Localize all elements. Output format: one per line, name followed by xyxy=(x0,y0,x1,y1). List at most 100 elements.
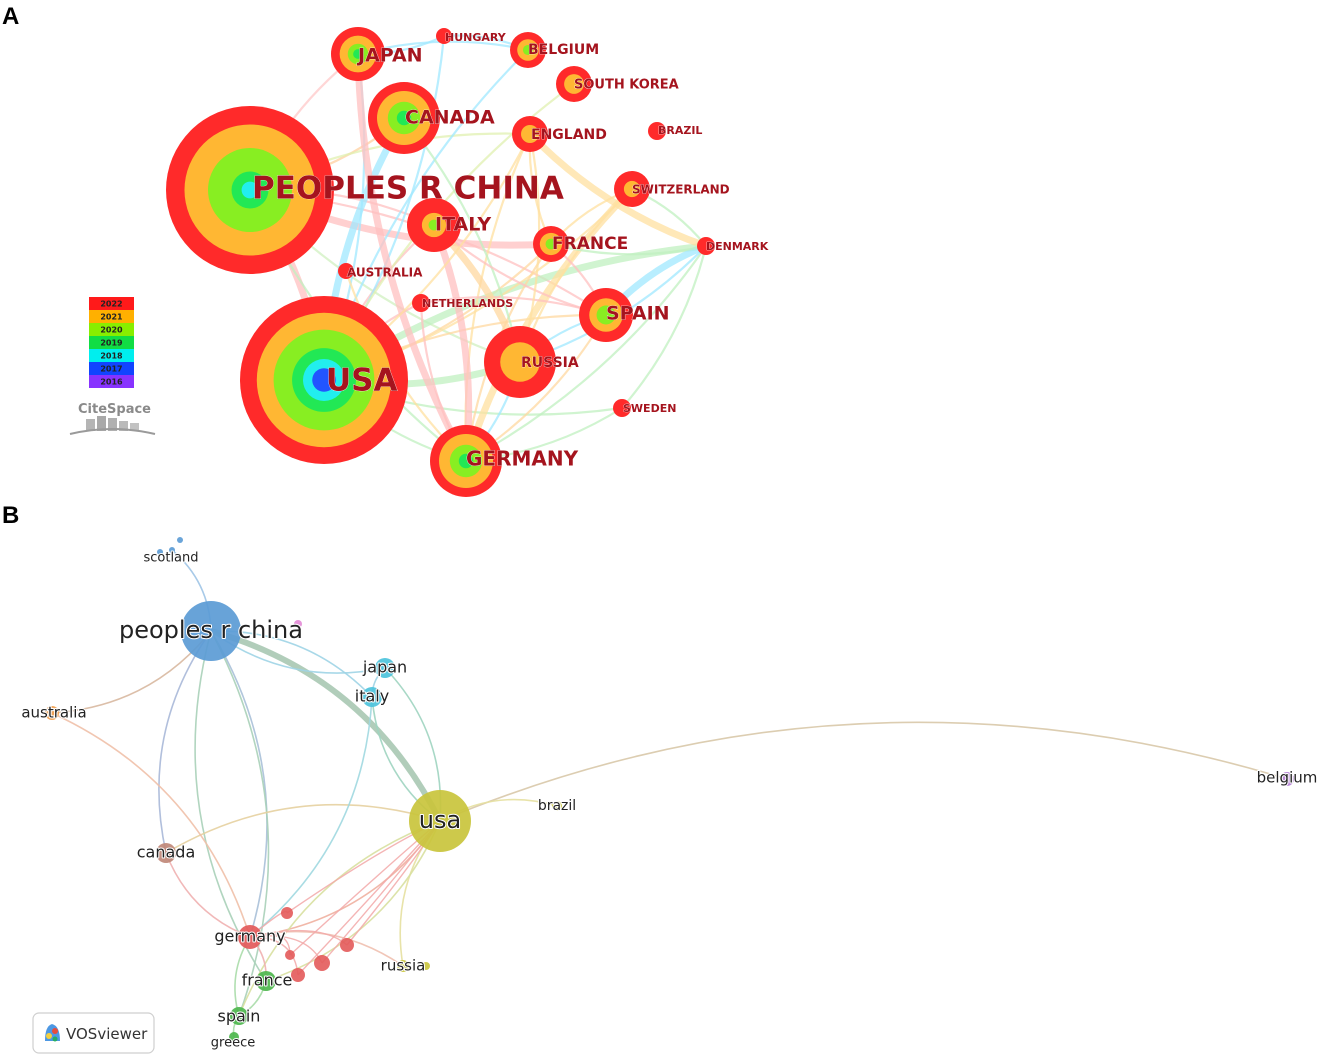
unlabeled-node-5[interactable] xyxy=(177,537,183,543)
panel-b-letter: B xyxy=(2,502,19,529)
node-switzerland[interactable] xyxy=(614,171,650,207)
node-russia-ring-1 xyxy=(500,342,540,382)
legend-swatch-2017 xyxy=(89,362,134,375)
node-belgium-ring-2 xyxy=(522,44,534,56)
legend-swatch-2018 xyxy=(89,349,134,362)
label-spain: SPAIN xyxy=(606,303,670,325)
unlabeled-node-0[interactable] xyxy=(281,907,293,919)
node-b-canada[interactable] xyxy=(156,843,176,863)
node-canada-ring-3 xyxy=(396,110,412,126)
node-usa[interactable] xyxy=(240,296,408,464)
unlabeled-node-7[interactable] xyxy=(294,620,302,628)
node-south_korea[interactable] xyxy=(556,66,592,102)
node-japan[interactable] xyxy=(331,27,385,81)
label-south_korea: SOUTH KOREA xyxy=(574,78,679,93)
unlabeled-node-3[interactable] xyxy=(291,968,305,982)
unlabeled-node-2[interactable] xyxy=(314,955,330,971)
legend-label-2018: 2018 xyxy=(100,352,123,361)
label-b-belgium: belgium xyxy=(1257,769,1318,787)
label-b-france: france xyxy=(242,971,293,990)
node-b-china[interactable] xyxy=(181,601,241,661)
label-hungary: HUNGARY xyxy=(445,31,507,44)
unlabeled-node-1[interactable] xyxy=(340,938,354,952)
panel-a-nodes xyxy=(166,27,715,497)
node-china[interactable] xyxy=(166,106,334,274)
node-sweden[interactable] xyxy=(613,399,631,417)
node-sweden-ring-0 xyxy=(613,399,631,417)
node-b-greece[interactable] xyxy=(229,1032,239,1042)
node-spain-ring-2 xyxy=(596,305,616,325)
node-hungary[interactable] xyxy=(436,28,452,44)
legend-swatch-2016 xyxy=(89,375,134,388)
edge-b-italy-germany xyxy=(249,696,373,938)
node-spain[interactable] xyxy=(579,288,633,342)
node-france-ring-2 xyxy=(545,238,557,250)
edge-b-china-usa xyxy=(210,628,443,823)
legend-label-2017: 2017 xyxy=(100,365,122,374)
node-b-germany[interactable] xyxy=(238,925,262,949)
label-b-russia: russia xyxy=(381,957,426,975)
node-italy-ring-2 xyxy=(428,219,440,231)
panel-a-letter: A xyxy=(2,3,19,30)
node-b-france[interactable] xyxy=(256,971,276,991)
label-china: PEOPLES R CHINA xyxy=(252,171,564,207)
node-switzerland-ring-1 xyxy=(623,180,641,198)
node-england[interactable] xyxy=(512,116,548,152)
panel-b-labels: peoples r chinausascotlandjapanitalyaust… xyxy=(20,550,1318,1052)
legend-swatch-2021 xyxy=(89,310,134,323)
unlabeled-node-8[interactable] xyxy=(422,962,430,970)
node-brazil[interactable] xyxy=(648,122,666,140)
label-b-italy: italy xyxy=(355,687,389,706)
edge-b-australia-germany xyxy=(51,712,251,938)
legend-label-2021: 2021 xyxy=(100,313,123,322)
panel-a-labels: PEOPLES R CHINAUSAJAPANHUNGARYBELGIUMCAN… xyxy=(252,31,769,471)
node-france[interactable] xyxy=(533,226,569,262)
unlabeled-node-4[interactable] xyxy=(285,950,295,960)
node-b-japan[interactable] xyxy=(375,658,395,678)
citespace-logo-icon xyxy=(69,416,156,435)
label-japan: JAPAN xyxy=(356,45,423,67)
node-b-spain[interactable] xyxy=(230,1007,248,1025)
legend-label-2016: 2016 xyxy=(100,378,123,387)
node-b-italy[interactable] xyxy=(362,687,382,707)
panel-a: A PEOPLES R CHINAUSAJAPANHUNGARYBELGIUMC… xyxy=(2,3,769,497)
edge-france-denmark xyxy=(549,242,708,256)
node-south_korea-ring-1 xyxy=(564,74,584,94)
node-hungary-ring-0 xyxy=(436,28,452,44)
label-b-brazil: brazil xyxy=(538,798,576,814)
label-b-usa: usa xyxy=(419,806,461,834)
node-canada[interactable] xyxy=(368,82,440,154)
node-b-scotland[interactable] xyxy=(169,547,175,553)
node-b-russia[interactable] xyxy=(397,960,409,972)
node-b-australia[interactable] xyxy=(45,706,59,720)
label-netherlands: NETHERLANDS xyxy=(422,297,513,310)
edge-b-china-canada xyxy=(158,630,212,854)
label-b-germany: germany xyxy=(214,927,285,946)
node-germany[interactable] xyxy=(430,425,502,497)
label-germany: GERMANY xyxy=(466,447,579,471)
edge-england-denmark xyxy=(526,130,710,250)
label-b-australia: australia xyxy=(21,704,86,722)
node-russia[interactable] xyxy=(484,326,556,398)
node-denmark[interactable] xyxy=(697,237,715,255)
node-b-belgium[interactable] xyxy=(1280,772,1294,786)
edge-b-usa-belgium xyxy=(439,721,1288,822)
node-australia-ring-0 xyxy=(338,263,354,279)
citespace-logo-text: CiteSpace xyxy=(78,402,151,417)
label-b-canada: canada xyxy=(137,843,196,862)
node-australia[interactable] xyxy=(338,263,354,279)
label-b-spain: spain xyxy=(218,1007,261,1026)
node-netherlands[interactable] xyxy=(412,294,430,312)
node-belgium[interactable] xyxy=(510,32,546,68)
vosviewer-badge: VOSviewer xyxy=(32,1012,155,1054)
edge-b-usa-spain xyxy=(238,820,441,1017)
legend-label-2019: 2019 xyxy=(100,339,123,348)
node-b-usa[interactable] xyxy=(409,790,471,852)
panel-b-nodes xyxy=(45,547,1294,1042)
unlabeled-node-6[interactable] xyxy=(157,549,163,555)
node-italy[interactable] xyxy=(407,198,461,252)
node-china-ring-4 xyxy=(241,181,259,199)
label-b-china: peoples r china xyxy=(119,616,303,644)
node-b-brazil[interactable] xyxy=(552,801,562,811)
